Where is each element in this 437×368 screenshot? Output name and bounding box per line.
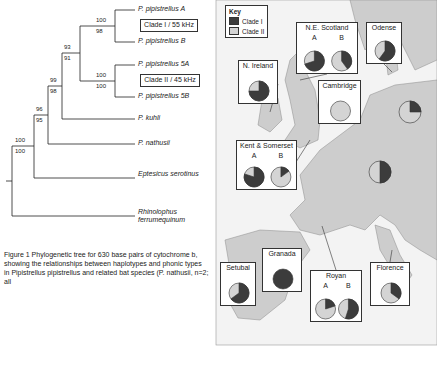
pie-chart	[304, 51, 324, 71]
pie-slice	[244, 167, 264, 187]
legend-row: Clade I	[229, 17, 264, 25]
bootstrap-value: 100	[15, 148, 25, 155]
legend-box: KeyClade I Clade II	[225, 5, 268, 38]
pie-chart	[369, 161, 391, 183]
site-box: Granada	[262, 248, 302, 292]
pie-chart	[375, 41, 395, 61]
pie-slice	[231, 283, 249, 303]
site-box: Cambridge	[318, 80, 361, 124]
pie-slice	[281, 167, 289, 177]
box-title: Clade I / 55 kHz	[144, 20, 194, 29]
pie-chart	[331, 101, 351, 121]
legend-text: Clade I	[242, 18, 263, 25]
legend-title: Key	[229, 8, 264, 15]
site-box: N.E. ScotlandA B	[296, 22, 358, 74]
pie-slice	[391, 283, 401, 299]
bootstrap-value: 100	[96, 83, 106, 90]
box-title: Granada	[263, 249, 301, 258]
pie-slice	[410, 101, 421, 112]
pie-slice	[380, 161, 391, 183]
site-box: N. Ireland	[238, 60, 278, 104]
bootstrap-value: 96	[36, 106, 43, 113]
sub-label: B	[279, 152, 284, 159]
sub-label: A	[312, 34, 317, 41]
site-box: Kent & SomersetA B	[236, 140, 297, 190]
pie-chart	[229, 283, 249, 303]
bootstrap-value: 100	[96, 17, 106, 24]
species-label: P. nathusii	[138, 139, 170, 147]
pie-chart	[316, 299, 336, 319]
box-title: Royan	[311, 271, 361, 280]
species-label: P. kuhli	[138, 114, 160, 122]
bootstrap-value: 91	[64, 55, 71, 62]
box-title: N.E. Scotland	[297, 23, 357, 32]
box-title: N. Ireland	[239, 61, 277, 70]
pie-slice	[249, 81, 269, 101]
pie-slice	[345, 299, 358, 319]
site-box: Setubal	[220, 262, 256, 306]
species-label: Rhinolophus ferrumequinum	[138, 208, 202, 224]
bootstrap-value: 95	[36, 117, 43, 124]
site-box: RoyanA B	[310, 270, 362, 322]
box-title: Florence	[371, 263, 409, 272]
pie-chart	[273, 269, 293, 289]
bootstrap-value: 93	[64, 44, 71, 51]
species-label: P. pipistrellus 5B	[138, 92, 189, 100]
legend-row: Clade II	[229, 27, 264, 35]
sub-label: B	[339, 34, 344, 41]
species-label: Eptesicus serotinus	[138, 170, 200, 178]
sub-label: A	[252, 152, 257, 159]
box-title: Clade II / 45 kHz	[144, 75, 196, 84]
box-title: Odense	[367, 23, 401, 32]
bootstrap-value: 98	[96, 28, 103, 35]
pie-chart	[381, 283, 401, 303]
pie-chart	[271, 167, 291, 187]
bootstrap-value: 100	[96, 72, 106, 79]
bootstrap-value: 98	[50, 88, 57, 95]
pie-chart	[399, 101, 421, 123]
species-label: P. pipistrellus 5A	[138, 60, 189, 68]
clade-box: Clade II / 45 kHz	[140, 74, 200, 87]
pie-slice	[305, 51, 325, 71]
clade-box: Clade I / 55 kHz	[140, 19, 198, 32]
sub-label: A	[323, 282, 328, 289]
bootstrap-value: 100	[15, 137, 25, 144]
site-box: Odense	[366, 22, 402, 64]
species-label: P. pipistrellus A	[138, 5, 185, 13]
pie-chart	[244, 167, 264, 187]
legend-text: Clade II	[242, 28, 264, 35]
legend-swatch	[229, 17, 239, 25]
figure-caption: Figure 1 Phylogenetic tree for 630 base …	[4, 250, 209, 286]
pie-chart	[338, 299, 358, 319]
legend-swatch	[229, 27, 239, 35]
species-label: P. pipistrellus B	[138, 37, 185, 45]
pie-slice	[342, 51, 352, 69]
site-box: Florence	[370, 262, 410, 306]
box-title: Cambridge	[319, 81, 360, 90]
bootstrap-value: 99	[50, 77, 57, 84]
pie-chart	[249, 81, 269, 101]
pie-chart	[332, 51, 352, 71]
pie-slice	[379, 41, 395, 61]
pie-slice	[326, 299, 336, 309]
box-title: Kent & Somerset	[237, 141, 296, 150]
box-title: Setubal	[221, 263, 255, 272]
sub-label: B	[346, 282, 351, 289]
